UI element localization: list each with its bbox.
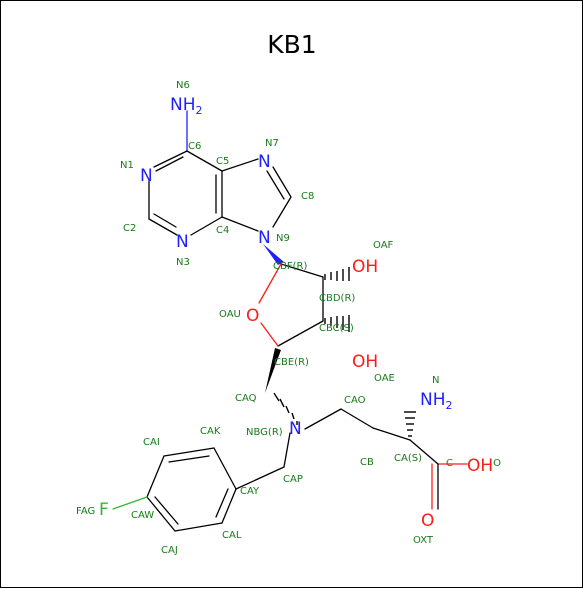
- bond-caj-cal: [174, 522, 223, 532]
- bond-cbf-oau: [258, 263, 282, 304]
- atom-label: FAG: [76, 506, 95, 517]
- element-symbols: NH2 N N N N OH OH O N NH2 OHO O F: [99, 95, 501, 531]
- atom-label: CBE(R): [274, 357, 309, 368]
- bond-c5-n7: [221, 158, 259, 172]
- hash-nbg-caq-4: [279, 398, 285, 408]
- atom-label: CAK: [200, 426, 221, 437]
- atom-label: CAJ: [161, 545, 178, 556]
- bond-c4-n9: [221, 216, 259, 232]
- bond-cbc-cbe: [277, 320, 324, 347]
- bond-caw-caj: [146, 496, 176, 532]
- oxt-symbol: O: [421, 511, 434, 531]
- bond-caw-f: [112, 496, 148, 510]
- atom-label: C6: [188, 141, 201, 152]
- atom-label: C4: [216, 225, 229, 236]
- atom-label: N3: [176, 257, 190, 268]
- atom-label: CAI: [143, 437, 160, 448]
- amine-symbol: NH2: [420, 390, 453, 412]
- bond-n3-c4: [190, 216, 223, 236]
- bond-n7-c8: [272, 166, 292, 198]
- atom-label: CB: [360, 457, 374, 468]
- bond-cay-cak: [213, 447, 237, 490]
- n9-symbol: N: [258, 228, 271, 248]
- atom-label: N6: [176, 80, 190, 91]
- atom-labels: N6 C6 N1 C5 N7 C8 C2 N3 C4 N9 OAF CBF(R)…: [76, 80, 453, 556]
- atom-label: OXT: [413, 535, 434, 546]
- bond-c2-n3-double: [153, 213, 177, 228]
- atom-label: OAE: [374, 373, 395, 384]
- atom-label: OAF: [373, 240, 394, 251]
- atom-label: CAQ: [235, 393, 257, 404]
- atom-label: C: [446, 458, 453, 469]
- title: KB1: [267, 30, 316, 59]
- bond-cbe-oau: [260, 322, 279, 347]
- atom-label: N: [432, 375, 439, 386]
- bond-nbg-cao: [304, 408, 342, 430]
- atom-label: N9: [276, 233, 290, 244]
- atom-label: NBG(R): [246, 427, 283, 438]
- bond-cap-cay: [235, 466, 285, 490]
- oae-symbol: OH: [352, 352, 378, 372]
- bond-caw-caj-double: [154, 496, 179, 525]
- atom-label: CAP: [283, 474, 303, 485]
- oau-symbol: O: [246, 306, 259, 326]
- bond-n7-c8-double: [266, 170, 285, 200]
- bond-c8-n9: [272, 196, 292, 228]
- atom-label: N1: [120, 160, 134, 171]
- n6-symbol: NH2: [170, 95, 203, 117]
- atom-label: CAL: [222, 530, 242, 541]
- atom-label: CAY: [240, 486, 260, 497]
- atom-label: C5: [216, 156, 229, 167]
- bond-cbf-cbd: [280, 263, 324, 278]
- bond-cal-cay-double: [215, 488, 229, 518]
- atom-label: C2: [123, 223, 136, 234]
- atom-label: CBF(R): [273, 261, 307, 272]
- fluorine-symbol: F: [99, 500, 109, 520]
- bond-c2-n3: [148, 218, 178, 236]
- oaf-symbol: OH: [352, 257, 378, 277]
- bond-c6-n1-double: [155, 156, 184, 172]
- bonds: [112, 110, 468, 532]
- atom-label: CAO: [344, 395, 366, 406]
- bond-cb-ca: [372, 427, 411, 441]
- wedge-n9-cbf: [263, 244, 284, 265]
- nbg-symbol: N: [289, 419, 302, 439]
- bond-cai-caw: [146, 455, 165, 498]
- atom-label: CBC(S): [319, 323, 354, 334]
- hash-nbg-caq-3: [285, 405, 290, 414]
- bond-cal-cay: [221, 488, 237, 524]
- atom-label: C8: [301, 191, 314, 202]
- bond-c6-n1: [153, 150, 188, 168]
- atom-label: CBD(R): [319, 293, 355, 304]
- atom-label: CA(S): [394, 453, 422, 464]
- atom-label: N7: [265, 138, 279, 149]
- n7-symbol: N: [258, 152, 271, 172]
- acid-oh-symbol: OHO: [467, 456, 501, 476]
- hash-nbg-caq-2: [291, 412, 295, 420]
- n1-symbol: N: [140, 166, 153, 186]
- bond-cak-cai: [163, 447, 215, 457]
- bond-cao-cb: [340, 408, 374, 429]
- n3-symbol: N: [176, 232, 189, 252]
- hash-nbg-caq-5: [273, 392, 280, 402]
- atom-label: CAW: [131, 510, 154, 521]
- bond-ca-c: [409, 439, 439, 465]
- atom-label: OAU: [219, 309, 241, 320]
- hashed-bonds: [273, 267, 416, 437]
- wedge-cbe-caq: [265, 348, 281, 393]
- bond-nbg-cap: [283, 432, 291, 468]
- bond-cak-cai-double: [168, 455, 210, 463]
- bond-c6-c5: [186, 150, 223, 172]
